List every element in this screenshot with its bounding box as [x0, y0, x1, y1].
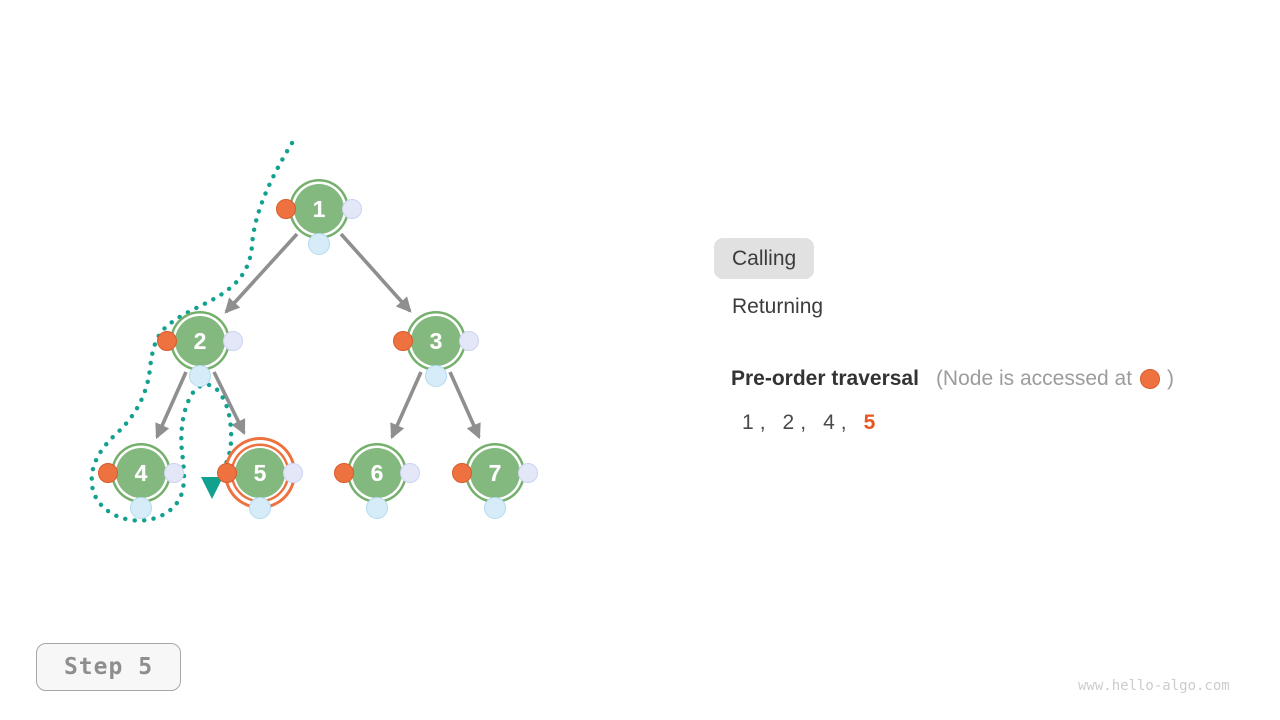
- postorder-dot-icon: [342, 199, 362, 219]
- traversal-heading: Pre-order traversal (Node is accessed at…: [731, 367, 1174, 391]
- inorder-dot-icon: [308, 233, 330, 255]
- tree-node-6: 6: [334, 448, 420, 519]
- recursion-trace-path: [89, 140, 295, 523]
- watermark-url: www.hello-algo.com: [1078, 678, 1230, 694]
- inorder-dot-icon: [189, 365, 211, 387]
- postorder-dot-icon: [459, 331, 479, 351]
- node-label: 6: [370, 459, 384, 486]
- inorder-dot-icon: [425, 365, 447, 387]
- traversal-note: (Node is accessed at: [935, 367, 1133, 390]
- node-label: 5: [253, 459, 267, 486]
- preorder-dot-icon: [393, 331, 413, 351]
- postorder-dot-icon: [223, 331, 243, 351]
- tree-node-7: 7: [452, 448, 538, 519]
- postorder-dot-icon: [283, 463, 303, 483]
- tree-node-5-current: 5: [217, 448, 303, 519]
- edge-3-6: [390, 371, 423, 440]
- edge-2-4: [155, 371, 188, 440]
- postorder-dot-icon: [400, 463, 420, 483]
- inorder-dot-icon: [249, 497, 271, 519]
- returning-state-label: Returning: [732, 295, 824, 318]
- tree-node-1: 1: [276, 184, 362, 255]
- sequence-item: 1: [742, 411, 754, 434]
- sequence-item: 2: [782, 411, 795, 434]
- preorder-dot-icon: [98, 463, 118, 483]
- sequence-item-current: 5: [863, 411, 876, 434]
- tree-node-2: 2: [157, 316, 243, 387]
- postorder-dot-icon: [518, 463, 538, 483]
- inorder-dot-icon: [484, 497, 506, 519]
- inorder-dot-icon: [366, 497, 388, 519]
- sequence-comma: ,: [840, 411, 847, 434]
- edge-1-2: [224, 232, 299, 314]
- traversal-title: Pre-order traversal: [731, 367, 919, 390]
- traversal-note-close: ): [1167, 367, 1175, 390]
- node-label: 2: [193, 327, 207, 354]
- step-indicator: Step 5: [36, 643, 181, 691]
- access-marker-icon: [1140, 369, 1161, 389]
- preorder-dot-icon: [452, 463, 472, 483]
- preorder-dot-icon: [334, 463, 354, 483]
- node-label: 7: [488, 459, 502, 486]
- edge-3-7: [448, 371, 481, 440]
- node-label: 1: [312, 195, 326, 222]
- calling-state-label: Calling: [714, 238, 815, 279]
- node-label: 3: [429, 327, 443, 354]
- inorder-dot-icon: [130, 497, 152, 519]
- edge-1-3: [339, 232, 412, 313]
- node-label: 4: [134, 459, 148, 486]
- trace-arrowhead-icon: [201, 477, 223, 499]
- tree-node-3: 3: [393, 316, 479, 387]
- edge-2-5: [212, 371, 246, 436]
- postorder-dot-icon: [164, 463, 184, 483]
- sequence-comma: ,: [800, 411, 807, 434]
- tree-node-4: 4: [98, 448, 184, 519]
- traversal-sequence: 1 , 2 , 4 , 5: [742, 411, 881, 435]
- preorder-dot-icon: [276, 199, 296, 219]
- sequence-item: 4: [823, 411, 835, 434]
- sequence-comma: ,: [759, 411, 766, 434]
- preorder-dot-icon: [217, 463, 237, 483]
- preorder-dot-icon: [157, 331, 177, 351]
